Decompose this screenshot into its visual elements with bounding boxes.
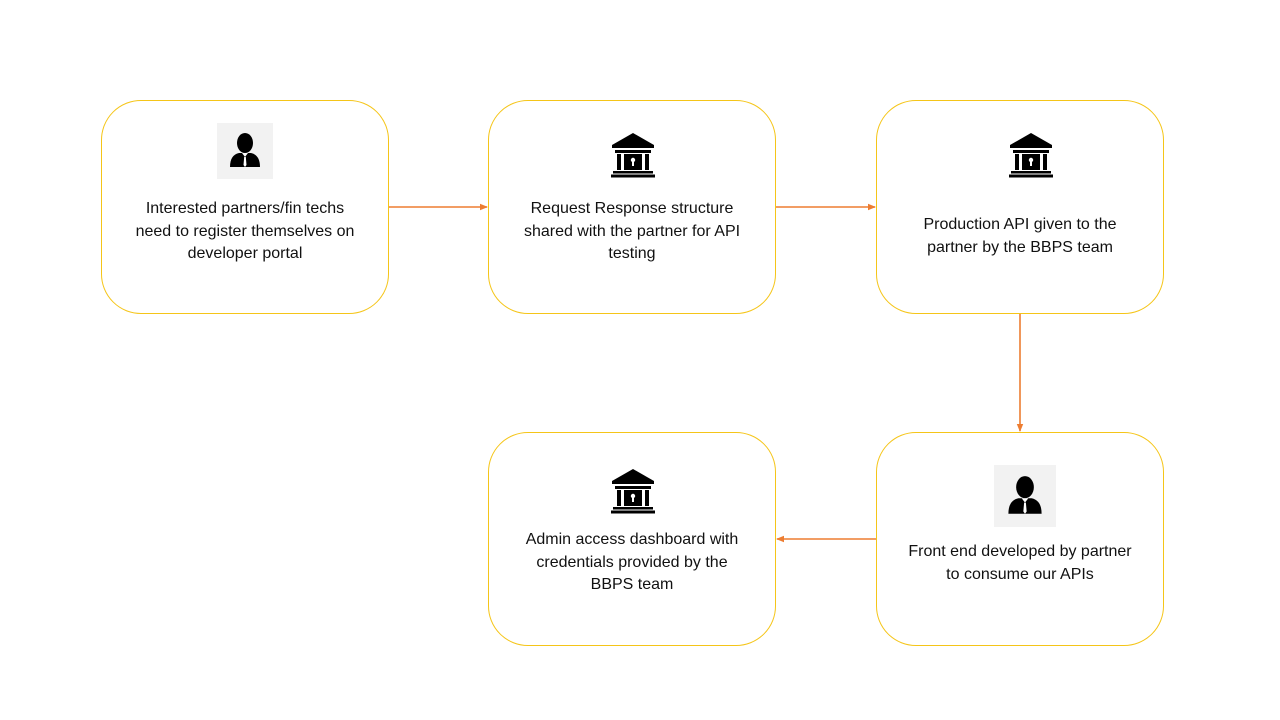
step-box-front-end: Front end developed by partner to consum…: [876, 432, 1164, 646]
step-label: Request Response structure shared with t…: [523, 200, 741, 262]
step-box-request-response: Request Response structure shared with t…: [488, 100, 776, 314]
bank-icon: [1009, 133, 1053, 178]
person-icon: [994, 465, 1056, 527]
bank-icon: [611, 133, 655, 178]
step-box-register: Interested partners/fin techs need to re…: [101, 100, 389, 314]
bank-icon: [611, 469, 655, 514]
person-icon: [217, 123, 273, 179]
step-box-admin-dashboard: Admin access dashboard with credentials …: [488, 432, 776, 646]
step-label: Admin access dashboard with credentials …: [525, 531, 739, 593]
step-label: Front end developed by partner to consum…: [908, 543, 1132, 583]
step-label: Interested partners/fin techs need to re…: [135, 200, 355, 262]
step-box-production-api: Production API given to the partner by t…: [876, 100, 1164, 314]
step-label: Production API given to the partner by t…: [923, 216, 1117, 256]
